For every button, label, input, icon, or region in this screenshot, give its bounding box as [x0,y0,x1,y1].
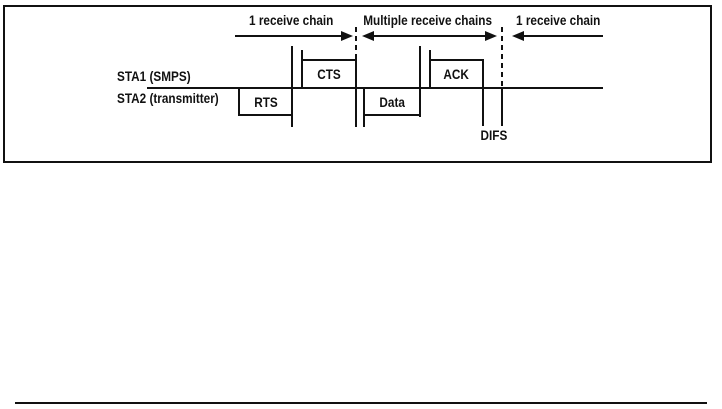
frame-box-rts: RTS [238,87,293,116]
frame-box-data: Data [363,87,421,116]
boundary-tick [355,58,357,127]
station-label-sta1-text: STA1 (SMPS) [117,68,191,84]
arrowhead-left-icon [362,31,374,41]
phase-label-2-text: Multiple receive chains [363,12,493,28]
phase-arrow-1-line [235,35,341,37]
phase-arrow-2-line [374,35,485,37]
phase-boundary-line-2-below [501,88,503,126]
boundary-tick [291,46,293,127]
phase-boundary-dashed-line-2 [501,27,503,88]
phase-label-3-text: 1 receive chain [515,12,601,28]
frame-label-ack: ACK [443,66,470,82]
phase-label-1: 1 receive chain [211,13,371,28]
phase-label-3: 1 receive chain [478,13,638,28]
frame-box-ack: ACK [429,59,484,89]
frame-box-cts: CTS [301,59,357,89]
arrowhead-right-icon [485,31,497,41]
station-label-sta1: STA1 (SMPS) [117,69,205,84]
arrowhead-left-icon [512,31,524,41]
phase-label-1-text: 1 receive chain [248,12,334,28]
phase-arrow-3-line [524,35,603,37]
boundary-tick [419,46,421,117]
phase-label-2: Multiple receive chains [348,13,508,28]
ack-trailing-edge [482,88,484,126]
difs-label: DIFS [464,128,524,143]
difs-label-text: DIFS [480,127,508,143]
figure-border [3,5,712,163]
frame-label-cts: CTS [317,66,341,82]
arrowhead-right-icon [341,31,353,41]
frame-label-rts: RTS [253,93,278,110]
phase-boundary-dashed-line-1 [355,27,357,59]
frame-label-data: Data [379,93,405,110]
station-label-sta2: STA2 (transmitter) [117,91,238,106]
station-label-sta2-text: STA2 (transmitter) [117,90,219,106]
page-bottom-rule [15,402,707,404]
